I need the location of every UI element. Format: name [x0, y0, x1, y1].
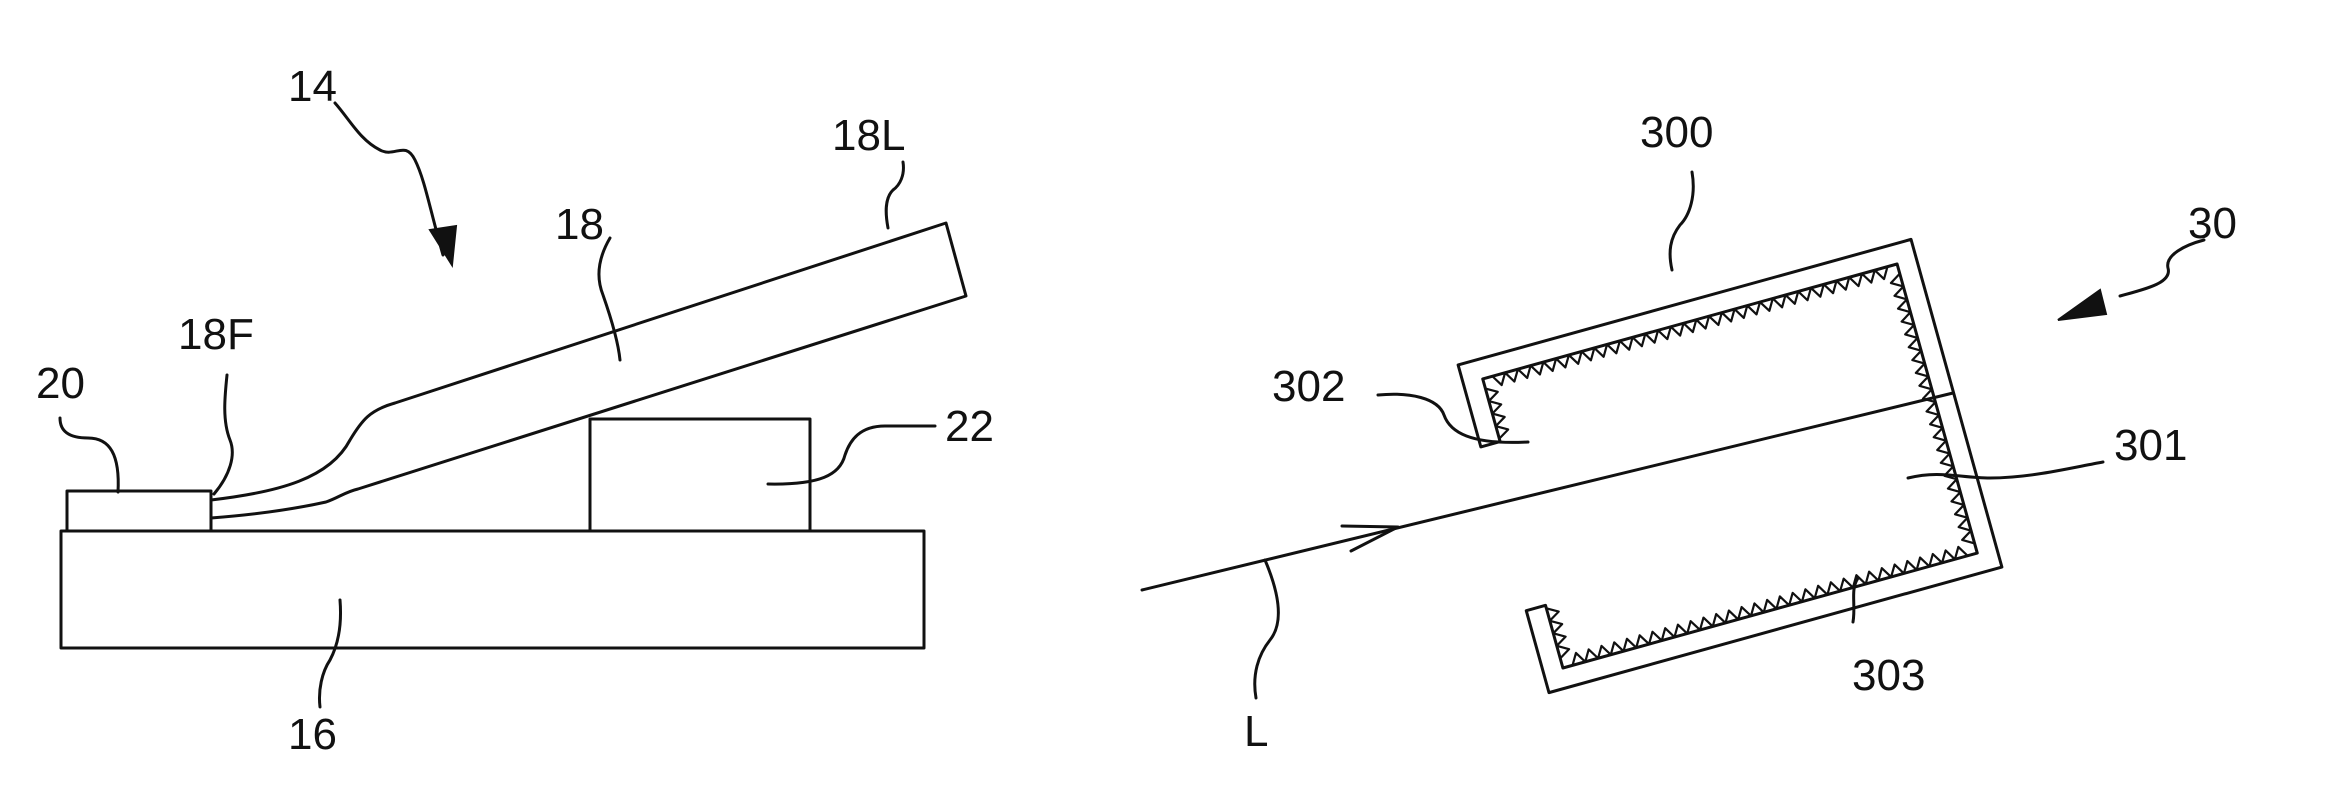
- leader-line-14-arrow: [335, 103, 443, 255]
- label-30: 30: [2188, 199, 2237, 248]
- label-301: 301: [2114, 421, 2187, 470]
- absorber-lining-303: [1483, 264, 1978, 668]
- absorber-teeth-top: [1492, 267, 1890, 387]
- leader-line-300: [1670, 172, 1693, 270]
- arrowhead-14: [430, 226, 456, 265]
- support-block-22: [590, 419, 810, 531]
- laser-chip-20: [67, 491, 211, 531]
- label-18F: 18F: [178, 310, 254, 359]
- left-figure: 14 18L 18 18F 20 22 16: [36, 62, 994, 759]
- substrate-16: [61, 531, 924, 648]
- leader-line-20: [60, 418, 118, 492]
- leader-line-302: [1378, 394, 1528, 442]
- leader-line-301: [1908, 462, 2103, 478]
- label-16: 16: [288, 710, 337, 759]
- housing-wall: [1458, 239, 2002, 692]
- arrowhead-30: [2058, 290, 2106, 320]
- leader-line-30: [2120, 240, 2204, 296]
- leader-line-18F: [214, 375, 232, 494]
- label-302: 302: [1272, 362, 1345, 411]
- leader-line-L: [1255, 560, 1279, 698]
- label-14: 14: [288, 62, 337, 111]
- label-18L: 18L: [832, 111, 905, 160]
- label-300: 300: [1640, 108, 1713, 157]
- label-20: 20: [36, 359, 85, 408]
- label-303: 303: [1852, 651, 1925, 700]
- absorber-teeth-bottom: [1570, 545, 1968, 665]
- label-22: 22: [945, 402, 994, 451]
- right-figure: 300 30 302 301 303 L: [1142, 108, 2237, 756]
- label-18: 18: [555, 200, 604, 249]
- leader-line-18L: [886, 162, 903, 228]
- housing-300: [1458, 239, 2002, 692]
- label-L: L: [1244, 707, 1268, 756]
